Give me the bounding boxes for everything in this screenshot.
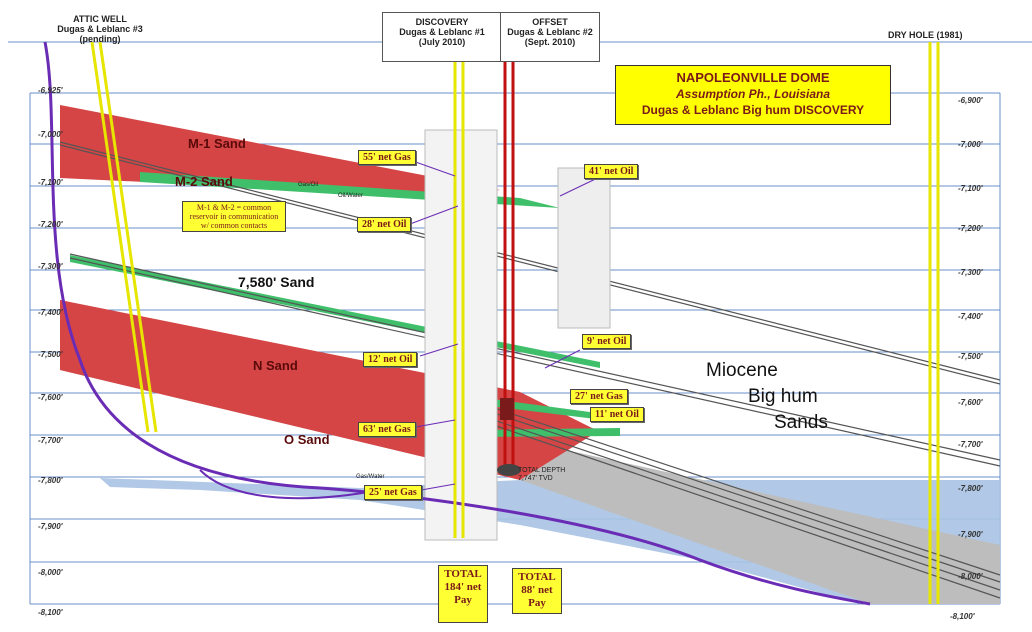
tag-63-net-gas: 63' net Gas	[358, 422, 416, 437]
depth-right-9: -7,800'	[958, 484, 983, 493]
oil-water-contact-label: Oil/Water	[338, 193, 363, 199]
discovery-well-name: Dugas & Leblanc #1	[399, 27, 485, 37]
miocene-label-3: Sands	[774, 412, 828, 433]
gas-water-contact-label: Gas/Water	[356, 474, 385, 480]
attic-well-status: (pending)	[79, 34, 121, 44]
offset-log-track	[557, 167, 611, 329]
offset-well-name: Dugas & Leblanc #2	[507, 27, 593, 37]
attic-well-header: ATTIC WELL Dugas & Leblanc #3 (pending)	[40, 14, 160, 44]
offset-wellbore	[503, 42, 515, 468]
tag-28-net-oil: 28' net Oil	[357, 217, 412, 232]
total-depth-line-2: 7,747' TVD	[518, 475, 553, 482]
total-depth-label: TOTAL DEPTH 7,747' TVD	[518, 467, 565, 483]
structure-lines	[59, 141, 1001, 599]
offset-total-line-1: TOTAL	[518, 571, 556, 583]
depth-left-2: -7,100'	[38, 178, 63, 187]
tag-55-net-gas: 55' net Gas	[358, 150, 416, 165]
depth-right-12: -8,100'	[950, 612, 975, 621]
depth-right-5: -7,400'	[958, 312, 983, 321]
callout-lines	[409, 159, 611, 493]
gas-oil-contact-label: Gas/Oil	[298, 182, 319, 188]
tag-11-net-oil: 11' net Oil	[590, 407, 644, 422]
perforation-marker	[500, 398, 514, 420]
n-sand-label: N Sand	[253, 358, 298, 373]
discovery-total-line-3: Pay	[454, 594, 472, 606]
depth-left-11: -8,000'	[38, 568, 63, 577]
dry-hole-wellbore	[928, 42, 940, 604]
depth-right-7: -7,600'	[958, 398, 983, 407]
offset-well-date: (Sept. 2010)	[524, 37, 576, 47]
depth-left-5: -7,400'	[38, 308, 63, 317]
discovery-well-title: DISCOVERY	[415, 17, 469, 27]
depth-right-8: -7,700'	[958, 440, 983, 449]
depth-right-11: -8,000'	[958, 572, 983, 581]
offset-well-header: OFFSET Dugas & Leblanc #2 (Sept. 2010)	[500, 12, 600, 62]
depth-left-0: -6,925'	[38, 86, 63, 95]
depth-right-10: -7,900'	[958, 530, 983, 539]
depth-left-4: -7,300'	[38, 262, 63, 271]
attic-wellbore	[90, 41, 158, 433]
salt-dome-outline	[43, 41, 871, 606]
depth-right-6: -7,500'	[958, 352, 983, 361]
tag-12-net-oil: 12' net Oil	[363, 352, 418, 367]
offset-total-line-2: 88' net	[521, 584, 553, 596]
depth-left-12: -8,100'	[38, 608, 63, 617]
7580-sand-label: 7,580' Sand	[238, 274, 315, 290]
attic-well-name: Dugas & Leblanc #3	[57, 24, 143, 34]
discovery-wellbore	[453, 42, 465, 538]
discovery-log-track	[424, 129, 498, 541]
depth-left-1: -7,000'	[38, 130, 63, 139]
offset-total-pay: TOTAL 88' net Pay	[512, 568, 562, 614]
title-line-3: Dugas & Leblanc Big hum DISCOVERY	[641, 103, 865, 117]
tag-41-net-oil: 41' net Oil	[584, 164, 639, 179]
depth-right-4: -7,300'	[958, 268, 983, 277]
discovery-well-date: (July 2010)	[418, 37, 466, 47]
attic-well-title: ATTIC WELL	[73, 14, 127, 24]
total-depth-marker	[497, 464, 521, 476]
m2-sand-label: M-2 Sand	[175, 174, 233, 189]
o-sand-label: O Sand	[284, 432, 330, 447]
discovery-total-line-2: 184' net	[444, 581, 482, 593]
tag-25-net-gas: 25' net Gas	[364, 485, 422, 500]
depth-right-2: -7,100'	[958, 184, 983, 193]
offset-well-title: OFFSET	[532, 17, 568, 27]
depth-left-10: -7,900'	[38, 522, 63, 531]
total-depth-line-1: TOTAL DEPTH	[518, 467, 566, 474]
discovery-total-line-1: TOTAL	[444, 568, 482, 580]
salt-scribble	[199, 469, 381, 500]
depth-left-8: -7,700'	[38, 436, 63, 445]
miocene-label-2: Big hum	[748, 386, 818, 407]
title-box: NAPOLEONVILLE DOME Assumption Ph., Louis…	[615, 65, 891, 125]
reservoir-note: M-1 & M-2 = common reservoir in communic…	[182, 201, 286, 232]
title-line-1: NAPOLEONVILLE DOME	[676, 70, 830, 85]
miocene-label-1: Miocene	[706, 360, 778, 381]
tag-27-net-gas: 27' net Gas	[570, 389, 628, 404]
depth-right-3: -7,200'	[958, 224, 983, 233]
depth-left-7: -7,600'	[38, 393, 63, 402]
depth-left-6: -7,500'	[38, 350, 63, 359]
discovery-well-header: DISCOVERY Dugas & Leblanc #1 (July 2010)	[382, 12, 502, 62]
depth-left-9: -7,800'	[38, 476, 63, 485]
tag-9-net-oil: 9' net Oil	[582, 334, 632, 349]
depth-right-1: -7,000'	[958, 140, 983, 149]
depth-left-3: -7,200'	[38, 220, 63, 229]
discovery-total-pay: TOTAL 184' net Pay	[438, 565, 488, 623]
title-line-2: Assumption Ph., Louisiana	[675, 87, 830, 101]
offset-total-line-3: Pay	[528, 597, 546, 609]
m1-sand-label: M-1 Sand	[188, 136, 246, 151]
dry-hole-header: DRY HOLE (1981)	[888, 30, 963, 40]
depth-right-0: -6,900'	[958, 96, 983, 105]
